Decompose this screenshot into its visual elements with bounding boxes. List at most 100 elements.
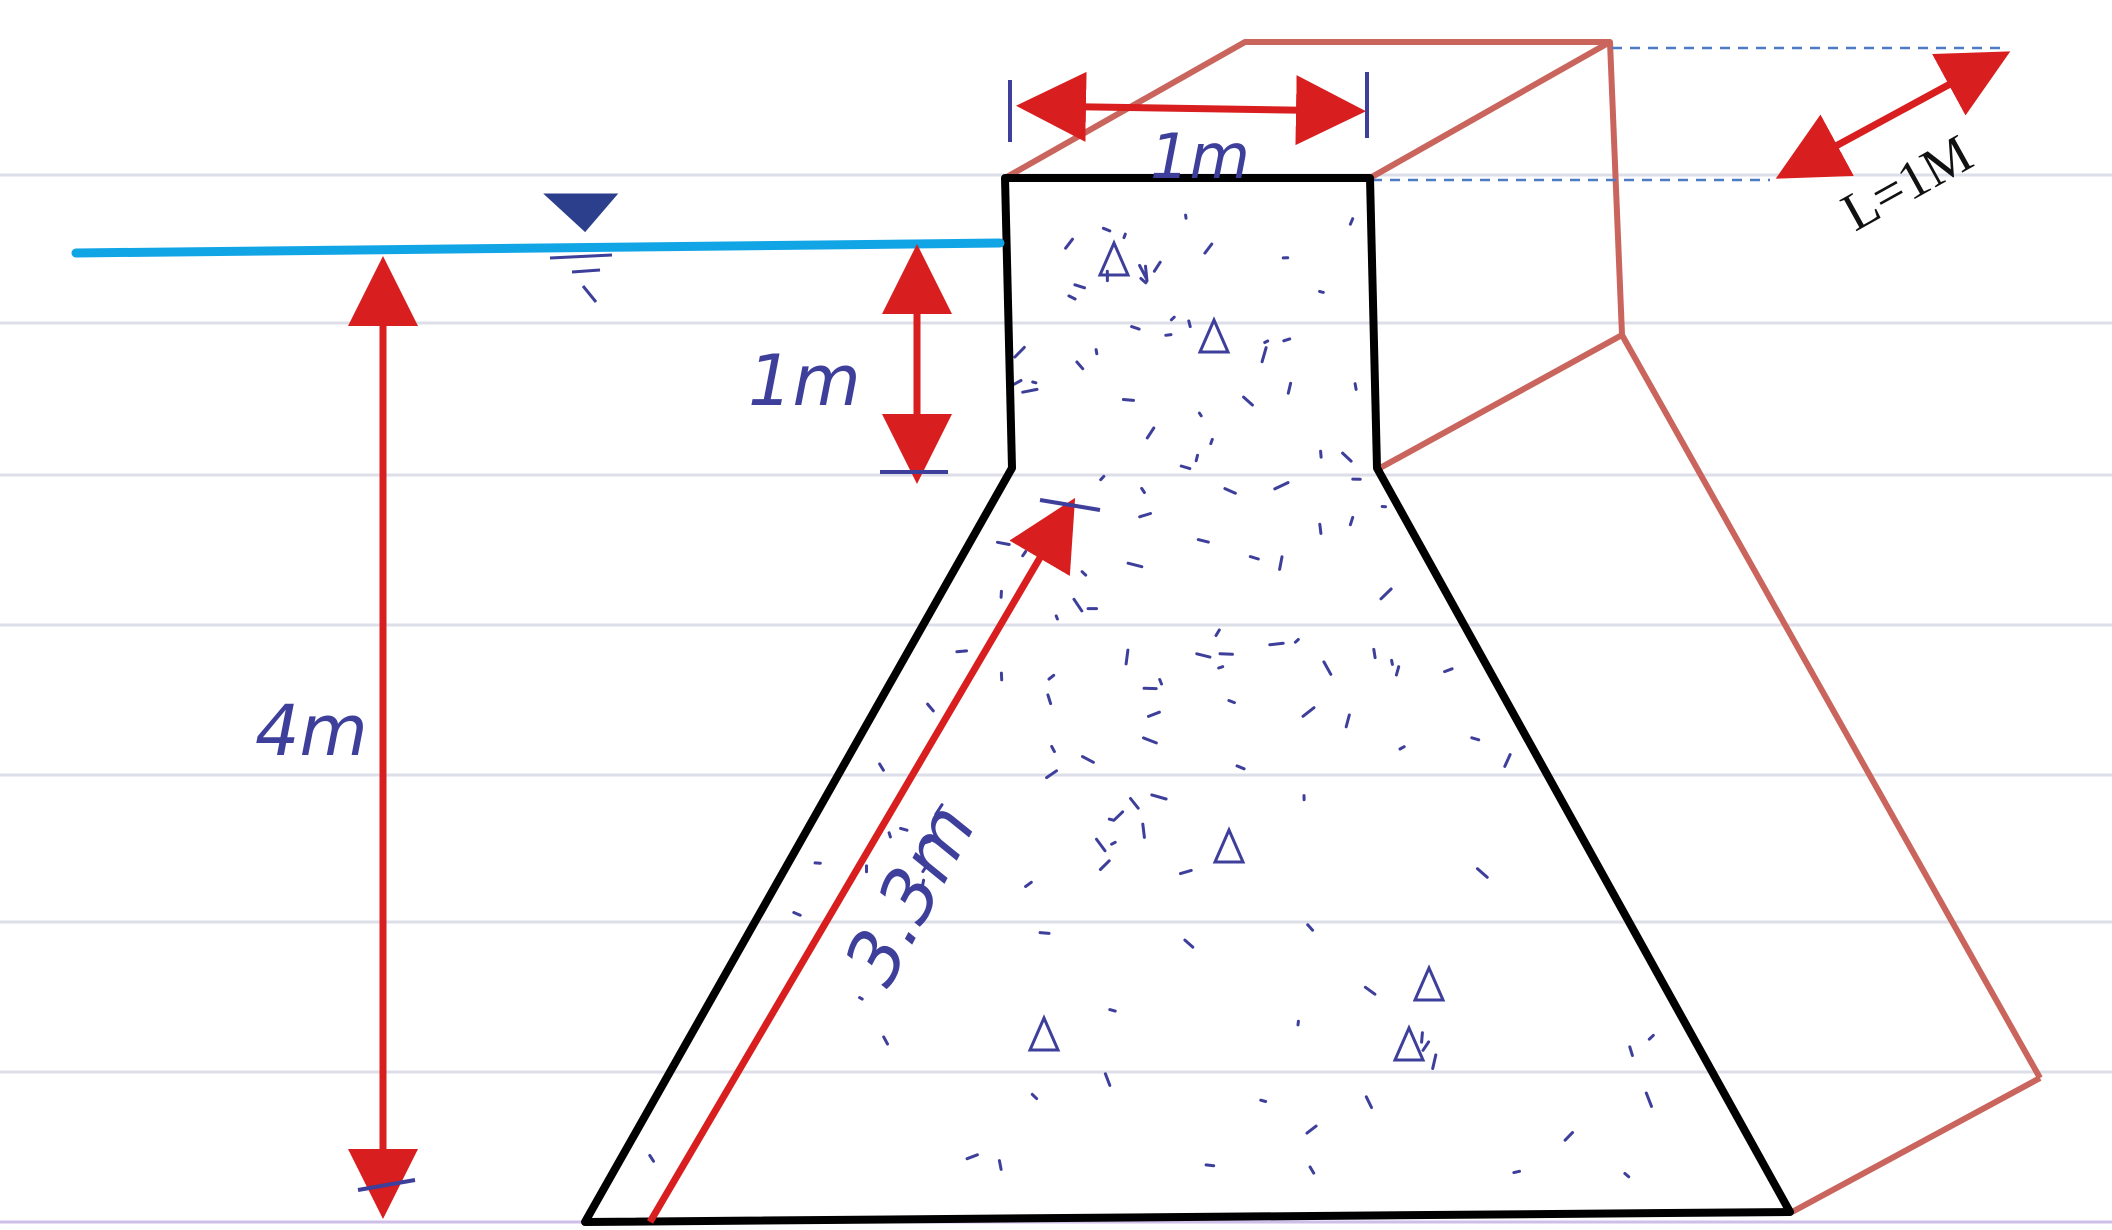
aggregate-speck — [1293, 638, 1300, 644]
aggregate-speck — [1227, 699, 1236, 705]
aggregate-speck — [1390, 658, 1394, 666]
aggregate-speck — [1169, 315, 1176, 322]
aggregate-speck — [1141, 822, 1146, 839]
aggregate-speck — [920, 878, 926, 891]
aggregate-speck — [1139, 277, 1148, 285]
crest-width-label: 1m — [1150, 120, 1250, 193]
dimension-tick-marks — [357, 72, 1369, 1192]
aggregate-speck — [1348, 515, 1355, 527]
dam-back-slope-edge — [1619, 333, 2043, 1080]
water-symbol-dash — [581, 285, 598, 303]
aggregate-speck — [1150, 793, 1168, 801]
aggregate-triangle-mark — [1212, 826, 1246, 864]
aggregate-speck — [1094, 348, 1099, 356]
aggregate-speck — [1129, 797, 1140, 810]
aggregate-speck — [1080, 570, 1088, 577]
water-surface-symbol-icon — [543, 193, 619, 303]
aggregate-speck — [1121, 398, 1135, 402]
aggregate-speck — [648, 1154, 655, 1163]
aggregate-speck — [1113, 810, 1125, 821]
slope-top-tick — [1039, 498, 1101, 512]
aggregate-speck — [1344, 713, 1351, 729]
aggregate-speck — [1046, 693, 1053, 706]
aggregate-speck — [1021, 387, 1039, 394]
aggregate-speck — [965, 1153, 979, 1161]
aggregate-speck — [1318, 522, 1323, 535]
aggregate-speck — [1195, 652, 1212, 659]
aggregate-speck — [1364, 1095, 1373, 1109]
water-symbol-dash — [571, 268, 601, 274]
aggregate-speck — [1075, 360, 1085, 371]
aggregate-speck — [1398, 745, 1406, 751]
aggregate-speck — [1242, 395, 1254, 407]
aggregate-speck — [1197, 411, 1203, 418]
aggregate-speck — [1319, 449, 1323, 459]
aggregate-speck — [1223, 487, 1237, 495]
dam-cross-section-outline — [581, 174, 1794, 1226]
aggregate-speck — [1099, 474, 1106, 482]
aggregate-speck — [1379, 587, 1393, 601]
aggregate-speck — [1145, 426, 1156, 440]
aggregate-triangle-mark — [1392, 1024, 1426, 1062]
aggregate-speck — [1196, 538, 1210, 544]
aggregate-speck — [887, 831, 892, 839]
freeboard-label: 1m — [748, 340, 861, 422]
aggregate-speck — [1282, 337, 1292, 343]
aggregate-speck — [1308, 1165, 1316, 1175]
aggregate-speck — [1021, 550, 1028, 558]
aggregate-speck — [1353, 382, 1358, 391]
aggregate-speck — [858, 996, 864, 1001]
aggregate-speck — [1101, 226, 1112, 233]
aggregate-speck — [1263, 339, 1270, 344]
aggregate-speck — [1064, 237, 1074, 250]
depth-bottom-tick — [357, 1178, 416, 1192]
aggregate-speck — [1394, 665, 1401, 677]
aggregate-triangle-mark — [1197, 316, 1231, 354]
aggregate-speck — [1647, 1033, 1655, 1041]
aggregate-speck — [1305, 1124, 1318, 1135]
aggregate-speck — [1322, 660, 1333, 676]
aggregate-speck — [1098, 859, 1111, 871]
aggregate-speck — [1623, 1172, 1631, 1179]
aggregate-speck — [1214, 628, 1221, 637]
concrete-aggregate-marks — [648, 213, 1655, 1179]
aggregate-speck — [1103, 1072, 1112, 1087]
aggregate-speck — [955, 649, 968, 654]
aggregate-speck — [1204, 1163, 1216, 1168]
aggregate-speck — [1286, 381, 1293, 395]
aggregate-speck — [1047, 673, 1056, 681]
aggregate-speck — [1259, 1098, 1268, 1103]
aggregate-speck — [921, 865, 928, 873]
aggregate-speck — [1138, 264, 1148, 280]
aggregate-speck — [1183, 938, 1195, 949]
aggregate-speck — [899, 826, 909, 832]
dam-length-arrow — [1775, 51, 2011, 179]
aggregate-speck — [1124, 648, 1130, 666]
aggregate-speck — [1147, 710, 1161, 718]
water-symbol-dash — [549, 253, 613, 260]
aggregate-speck — [1372, 647, 1377, 660]
aggregate-speck — [1030, 1092, 1039, 1101]
aggregate-speck — [1318, 289, 1325, 294]
dam-back-base-edge — [1790, 1075, 2042, 1215]
aggregate-speck — [1126, 561, 1144, 569]
aggregate-speck — [1273, 481, 1290, 491]
aggregate-speck — [997, 1159, 1003, 1171]
aggregate-speck — [1218, 652, 1234, 656]
aggregate-speck — [1512, 1169, 1521, 1175]
aggregate-speck — [1341, 451, 1353, 463]
aggregate-speck — [878, 762, 885, 772]
aggregate-speck — [1209, 437, 1214, 446]
aggregate-speck — [1073, 283, 1086, 290]
aggregate-triangle-mark — [1412, 964, 1446, 1002]
aggregate-speck — [1013, 345, 1026, 359]
aggregate-speck — [882, 1035, 889, 1046]
aggregate-speck — [1203, 242, 1214, 255]
inverted-triangle-icon — [543, 193, 619, 233]
aggregate-speck — [1130, 325, 1141, 331]
aggregate-speck — [1268, 641, 1285, 647]
aggregate-speck — [1158, 678, 1163, 686]
aggregate-speck — [1138, 512, 1152, 519]
aggregate-speck — [1164, 333, 1173, 337]
